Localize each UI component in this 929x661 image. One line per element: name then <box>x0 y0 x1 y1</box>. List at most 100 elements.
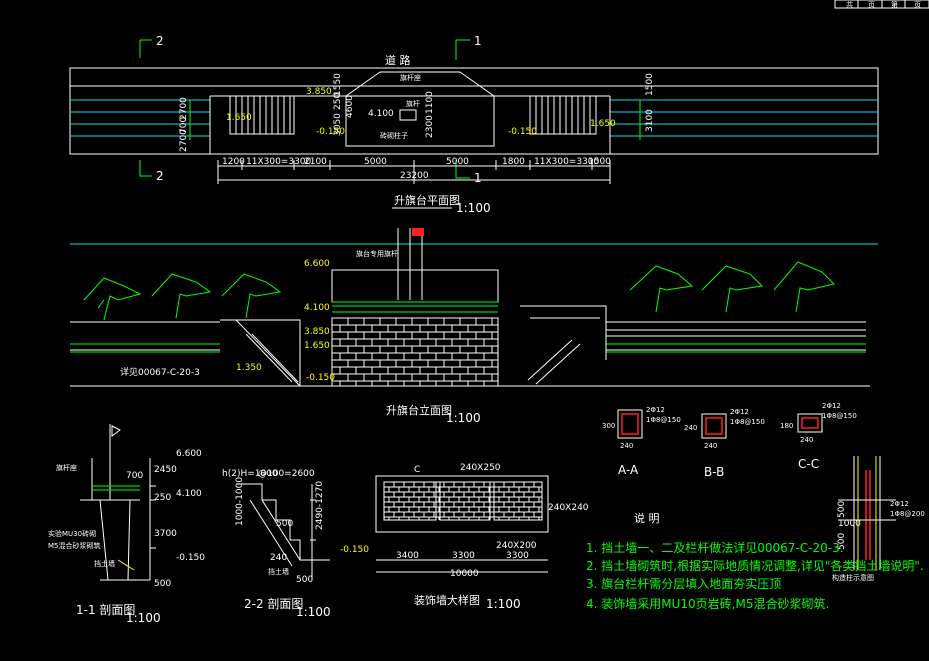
plan-dim-b3: 2100 <box>304 157 327 167</box>
colA-dim-3: 2Φ12 <box>646 406 665 414</box>
tb-2: 页 <box>868 1 875 9</box>
plan-sec-1b: 1 <box>474 171 482 185</box>
s1-dim-5: 500 <box>154 579 171 589</box>
wall-label-2: 240X250 <box>460 463 501 473</box>
plan-dim-b6: 1800 <box>502 157 525 167</box>
plan-dim-l2: 700 <box>179 117 189 134</box>
pillar-dim-2: 1000 <box>838 519 861 529</box>
plan-elev-3: 4.100 <box>368 109 394 119</box>
plan-dim-b2: 11X300=3300 <box>246 157 312 167</box>
wall-brick-pattern <box>383 481 542 520</box>
s1-label-2: 实验MU30砖砌 <box>48 529 96 538</box>
section-1-1: 6.600 4.100 -0.150 700 2450 250 3700 500… <box>48 424 205 625</box>
s2-dim-4: 2490-1270 <box>315 481 325 530</box>
elev-note: 详见00067-C-20-3 <box>120 366 200 378</box>
pillar-detail: 500 1000 500 2Φ12 1Φ8@200 构造柱示意图 <box>832 456 925 582</box>
s1-elev-2: 4.100 <box>176 489 202 499</box>
colB-dim-1: 240 <box>684 424 697 432</box>
s1-dim-3: 250 <box>154 493 171 503</box>
plan-label-2: 旗杆 <box>406 99 420 108</box>
tb-1: 共 <box>846 0 853 9</box>
s2-dim-2: @100=2600 <box>258 469 315 479</box>
wall-detail: C 240X250 240X240 240X200 3400 3300 3300… <box>375 463 589 611</box>
plan-dim-r2: 3100 <box>645 109 655 132</box>
colC-dim-2: 240 <box>800 436 813 444</box>
plan-dim-b4: 5000 <box>364 157 387 167</box>
plan-sec-2a: 2 <box>156 34 164 48</box>
colA-dim-1: 300 <box>602 422 615 430</box>
plan-dim-l1: 2700 <box>179 97 189 120</box>
s2-dim-3: 500 <box>276 519 293 529</box>
s1-label-3: M5混合砂浆砌筑 <box>48 541 101 550</box>
plan-dim-m4: 4600 <box>345 95 355 118</box>
colB-dim-2: 240 <box>704 442 717 450</box>
elev-mark-3: 3.850 <box>304 327 330 337</box>
colC-dim-4: 1Φ8@150 <box>822 412 857 420</box>
s2-label: 挡土墙 <box>268 567 289 576</box>
plan-dim-total: 23200 <box>400 171 429 181</box>
colB-dim-4: 1Φ8@150 <box>730 418 765 426</box>
plan-dim-l3: 2700 <box>179 129 189 152</box>
wall-dim-3: 3300 <box>506 551 529 561</box>
elev-mark-1: 6.600 <box>304 259 330 269</box>
s2-dim-5: 1000-1000 <box>235 477 245 526</box>
plan-dim-b7: 11X300=3300 <box>534 157 600 167</box>
plan-dim-m6: 2300 <box>425 115 435 138</box>
wall-label-3: 240X240 <box>548 503 589 513</box>
s2-dim-7: 500 <box>296 575 313 585</box>
colC-dim-3: 2Φ12 <box>822 402 841 410</box>
plan-sec-2b: 2 <box>156 169 164 183</box>
elev-mark-2: 4.100 <box>304 303 330 313</box>
s1-label-4: 挡土墙 <box>94 559 115 568</box>
plan-title: 升旗台平面图 <box>394 193 460 207</box>
pillar-dim-3: 500 <box>837 533 847 550</box>
colA-dim-2: 240 <box>620 442 633 450</box>
plan-dim-m3: 250 <box>333 93 343 110</box>
plan-view: 2 2 1 1 道 路 1.650 -0.150 4.100 -0.150 1.… <box>69 34 879 215</box>
column-sections: 300 240 2Φ12 1Φ8@150 A-A 240 240 2Φ12 1Φ… <box>602 402 857 479</box>
note-1: 1. 挡土墙一、二及栏杆做法详见00067-C-20-3. <box>586 540 844 555</box>
pillar-label-2: 1Φ8@200 <box>890 510 925 518</box>
colA-dim-4: 1Φ8@150 <box>646 416 681 424</box>
plan-dim-m2: 1550 <box>333 73 343 96</box>
elevation-view: 6.600 4.100 3.850 1.650 1.350 -0.150 旗台专… <box>70 228 878 425</box>
s2-elev: -0.150 <box>340 545 369 555</box>
s1-label-1: 旗杆座 <box>56 463 77 472</box>
elev-mark-5: 1.350 <box>236 363 262 373</box>
s2-scale: 1:100 <box>296 605 331 619</box>
brick-pattern <box>331 317 498 386</box>
pillar-dim-1: 500 <box>837 501 847 518</box>
elev-scale: 1:100 <box>446 411 481 425</box>
colC-name: C-C <box>798 457 819 471</box>
elev-mark-6: -0.150 <box>306 373 335 383</box>
elev-flag-label: 旗台专用旗杆 <box>356 249 398 258</box>
plan-dim-b8: 1500 <box>588 157 611 167</box>
colC-dim-1: 180 <box>780 422 793 430</box>
plan-elev-4: -0.150 <box>508 127 537 137</box>
plan-elev-1: 1.650 <box>226 113 252 123</box>
elev-title: 升旗台立面图 <box>386 403 452 417</box>
plan-dim-b1: 1200 <box>222 157 245 167</box>
tb-4: 页 <box>914 1 921 9</box>
plan-dim-m5: 3050 <box>333 113 343 136</box>
section-2-2: h(2)H=1000 @100=2600 500 2490-1270 1000-… <box>222 469 369 619</box>
elev-mark-4: 1.650 <box>304 341 330 351</box>
notes-title: 说 明 <box>634 511 660 525</box>
plan-dim-m1: 3.850 <box>306 87 332 97</box>
s1-dim-4: 3700 <box>154 529 177 539</box>
s2-dim-1: h(2)H=1000 <box>222 469 278 479</box>
plan-elev-5: 1.650 <box>590 119 616 129</box>
wall-label-4: 240X200 <box>496 541 537 551</box>
plan-dim-b5: 5000 <box>446 157 469 167</box>
tb-3: 第 <box>891 0 898 9</box>
s1-scale: 1:100 <box>126 611 161 625</box>
s1-title: 1-1 剖面图 <box>76 603 135 617</box>
plan-elev-2: -0.150 <box>316 127 345 137</box>
title-block: 共 页 第 页 <box>834 0 929 9</box>
plan-label-3: 砖砌柱子 <box>380 131 408 140</box>
wall-dim-2: 3300 <box>452 551 475 561</box>
note-4: 4. 装饰墙采用MU10页岩砖,M5混合砂浆砌筑. <box>586 596 829 611</box>
notes: 说 明 1. 挡土墙一、二及栏杆做法详见00067-C-20-3. 2. 挡土墙… <box>586 511 924 611</box>
colB-name: B-B <box>704 465 724 479</box>
flag <box>412 228 424 236</box>
